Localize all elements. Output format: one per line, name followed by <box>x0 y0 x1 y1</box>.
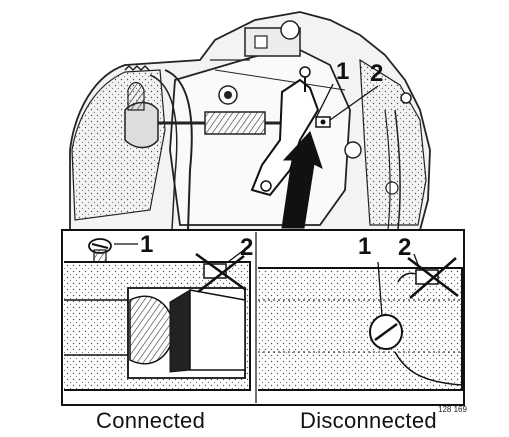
disconnected-panel <box>258 253 463 391</box>
connected-panel <box>64 238 251 391</box>
reference-code: 128 169 <box>438 405 467 414</box>
callout-disconnected-1: 1 <box>358 233 372 260</box>
detail-arrow <box>281 131 323 229</box>
callout-top-1: 1 <box>336 58 350 85</box>
caption-disconnected: Disconnected <box>300 408 437 433</box>
callout-top-2: 2 <box>370 60 384 87</box>
callout-connected-1: 1 <box>140 231 154 258</box>
engine-illustration <box>69 11 431 231</box>
callout-connected-2: 2 <box>240 234 254 261</box>
callout-disconnected-2: 2 <box>398 234 412 261</box>
caption-connected: Connected <box>96 408 206 433</box>
